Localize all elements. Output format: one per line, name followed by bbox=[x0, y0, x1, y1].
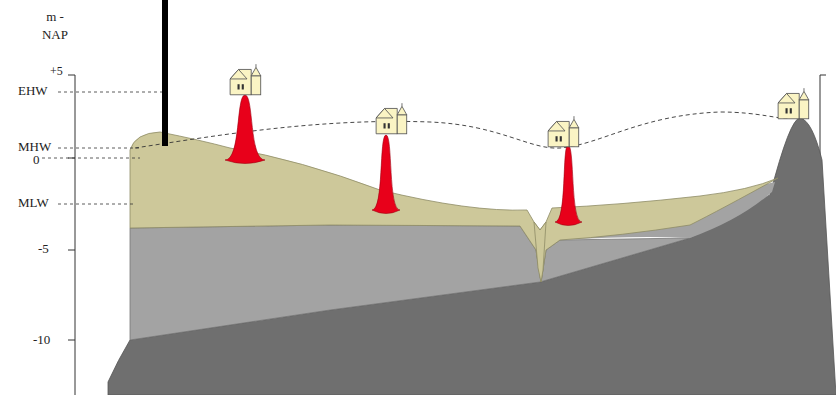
level-label: -10 bbox=[33, 331, 50, 349]
level-label: EHW bbox=[18, 82, 48, 100]
dwelling-mounds bbox=[225, 95, 582, 226]
level-leaders bbox=[42, 92, 165, 204]
water-level-line bbox=[135, 112, 790, 148]
dike-post bbox=[162, 0, 168, 146]
channel-fill bbox=[534, 222, 546, 282]
house-icons bbox=[230, 64, 809, 147]
level-label: MLW bbox=[18, 194, 49, 212]
level-label: +5 bbox=[50, 62, 63, 80]
deep-layer bbox=[108, 118, 836, 395]
depth-axis bbox=[75, 75, 76, 395]
tick bbox=[820, 75, 826, 76]
clay-layer bbox=[130, 132, 778, 282]
level-label: -5 bbox=[38, 240, 49, 258]
ticks bbox=[68, 75, 75, 340]
level-label: 0 bbox=[33, 151, 40, 169]
axis-unit: m -NAP bbox=[36, 8, 74, 44]
